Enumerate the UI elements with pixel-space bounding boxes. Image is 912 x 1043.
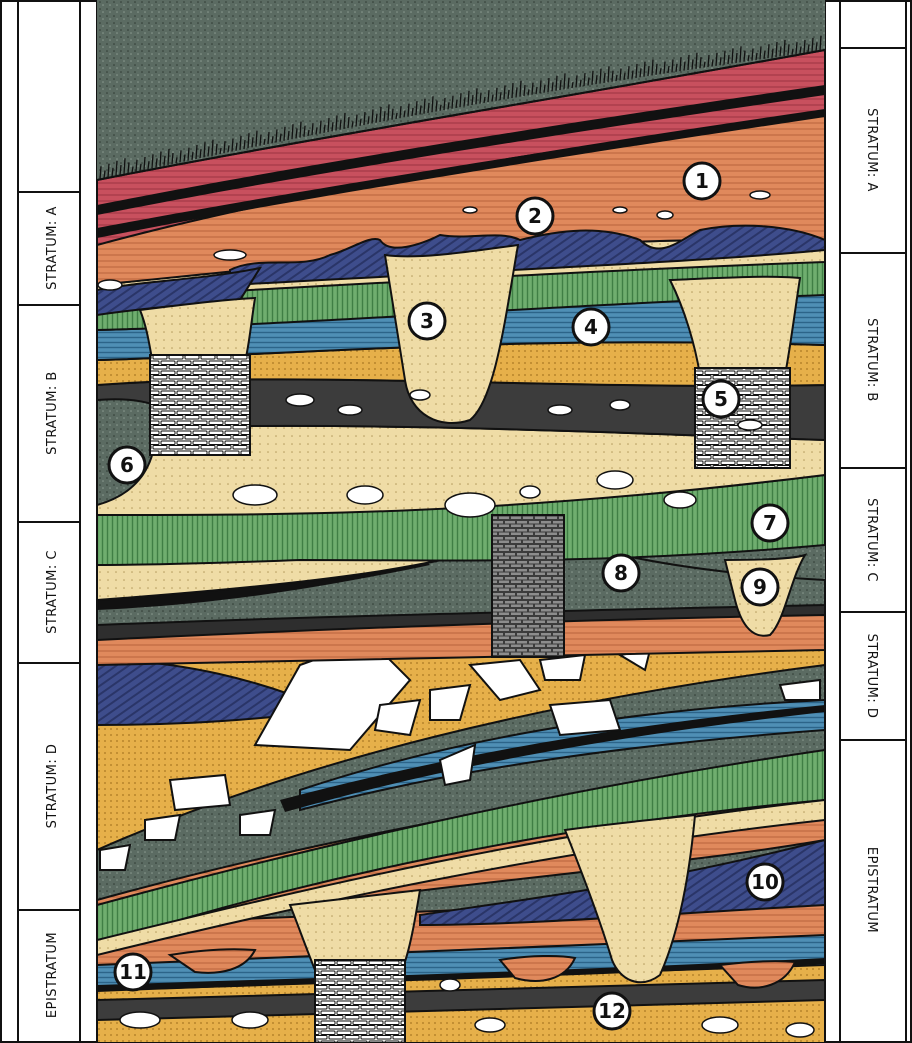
marker-8-label: 8 [614,561,628,585]
marker-3-label: 3 [420,309,434,333]
left-label-epistratum: EPISTRATUM [45,932,60,1018]
marker-5: 5 [703,381,739,417]
right-label-stratum-b: STRATUM: B [864,318,879,402]
right-label-stratum-d: STRATUM: D [864,634,879,719]
marker-6: 6 [109,447,145,483]
marker-2: 2 [517,198,553,234]
marker-2-label: 2 [528,204,542,228]
marker-9: 9 [742,569,778,605]
marker-11: 11 [115,954,151,990]
marker-1-label: 1 [695,169,709,193]
left-label-stratum-d: STRATUM: D [45,744,60,829]
marker-5-label: 5 [714,387,728,411]
cross-section [97,0,825,1043]
marker-12: 12 [594,993,630,1029]
marker-10-label: 10 [751,870,779,894]
marker-8: 8 [603,555,639,591]
right-label-stratum-c: STRATUM: C [864,498,879,582]
left-label-stratum-b: STRATUM: B [45,371,60,455]
marker-3: 3 [409,303,445,339]
marker-6-label: 6 [120,453,134,477]
dark-wall [492,515,564,657]
right-label-stratum-a: STRATUM: A [864,108,879,192]
marker-7: 7 [752,505,788,541]
brick-wall-left [150,355,250,455]
marker-4: 4 [573,309,609,345]
marker-10: 10 [747,864,783,900]
right-label-epistratum: EPISTRATUM [864,847,879,933]
left-label-stratum-a: STRATUM: A [45,206,60,290]
marker-11-label: 11 [119,960,147,984]
marker-1: 1 [684,163,720,199]
marker-7-label: 7 [763,511,777,535]
left-label-stratum-c: STRATUM: C [45,550,60,634]
pit-epistratum-left [290,890,420,970]
brick-wall-right [695,368,790,468]
marker-12-label: 12 [598,999,626,1023]
marker-4-label: 4 [584,315,598,339]
marker-9-label: 9 [753,575,767,599]
brick-wall-epistratum [315,960,405,1043]
